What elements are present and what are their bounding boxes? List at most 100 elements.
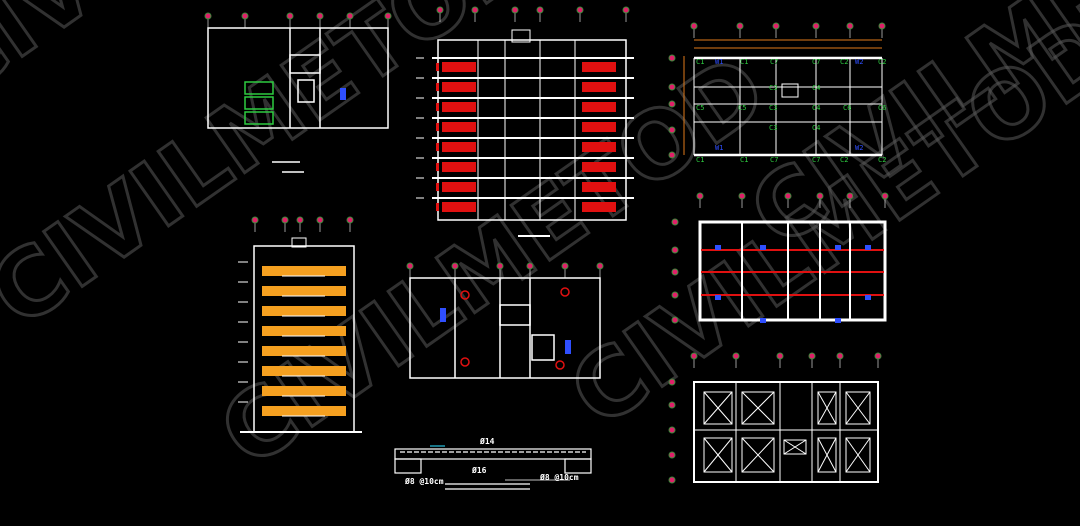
axis-bubble: [668, 451, 676, 459]
panel-diagonal: [741, 391, 775, 425]
axis-bubble: [881, 192, 889, 200]
balcony: [262, 366, 346, 376]
column-label: C4: [812, 104, 820, 112]
rebar-mark: [835, 245, 841, 250]
rebar-label-top: Ø14: [479, 436, 495, 446]
axis-bubble: [668, 100, 676, 108]
column-label: C2: [840, 58, 848, 66]
roof-stair: [291, 237, 307, 248]
column-label: C6: [878, 104, 886, 112]
rebar-mark: [715, 245, 721, 250]
column-label: C6: [843, 104, 851, 112]
furniture: [442, 142, 476, 152]
slab-panel: [741, 437, 775, 473]
furniture: [442, 182, 476, 192]
balcony: [262, 306, 346, 316]
column-label: W2: [855, 58, 863, 66]
column-label: W2: [855, 144, 863, 152]
panel-diagonal: [845, 437, 871, 473]
rebar-mark: [715, 295, 721, 300]
column-label: C5: [696, 104, 704, 112]
axis-bubble: [496, 262, 504, 270]
axis-bubble: [668, 83, 676, 91]
furniture: [582, 102, 616, 112]
axis-bubble: [668, 378, 676, 386]
axis-bubble: [241, 12, 249, 20]
axis-bubble: [668, 401, 676, 409]
slab-panel: [845, 391, 871, 425]
axis-bubble: [690, 352, 698, 360]
panel-diagonal: [783, 439, 807, 455]
axis-bubble: [668, 426, 676, 434]
axis-bubble: [576, 6, 584, 14]
axis-bubble: [622, 6, 630, 14]
axis-bubble: [846, 192, 854, 200]
axis-bubble: [816, 192, 824, 200]
window: [436, 203, 439, 211]
axis-bubble: [316, 12, 324, 20]
axis-bubble: [668, 54, 676, 62]
panel-diagonal: [703, 391, 733, 425]
panel-diagonal: [741, 437, 775, 473]
slab-section-detail: [394, 445, 592, 490]
stair-void: [781, 83, 799, 98]
axis-bubble: [204, 12, 212, 20]
balcony: [262, 286, 346, 296]
axis-bubble: [690, 22, 698, 30]
window: [436, 83, 439, 91]
furniture: [442, 162, 476, 172]
axis-bubble: [772, 22, 780, 30]
building-section: [416, 6, 634, 237]
window: [436, 103, 439, 111]
window: [436, 183, 439, 191]
axis-bubble: [736, 22, 744, 30]
furniture: [442, 122, 476, 132]
column-label: C1: [740, 58, 748, 66]
typical-floor-plan: [409, 277, 601, 379]
axis-bubble: [671, 316, 679, 324]
rebar-mark: [760, 318, 766, 323]
axis-bubble: [878, 22, 886, 30]
axis-bubble: [836, 352, 844, 360]
balcony: [262, 326, 346, 336]
axis-bubble: [346, 216, 354, 224]
axis-bubble: [668, 126, 676, 134]
axis-bubble: [436, 6, 444, 14]
slab-panel: [741, 391, 775, 425]
window: [436, 123, 439, 131]
slab-panel: [817, 391, 837, 425]
slab-panel: [703, 391, 733, 425]
rebar-label-mid: Ø16: [471, 465, 487, 475]
rebar-mark: [760, 245, 766, 250]
column-label: C2: [840, 156, 848, 164]
axis-bubble: [384, 12, 392, 20]
column-label: C4: [812, 124, 820, 132]
axis-bubble: [296, 216, 304, 224]
balcony: [262, 386, 346, 396]
balcony: [262, 266, 346, 276]
axis-bubbles-plan-2: [406, 262, 604, 278]
column-label: C4: [812, 84, 820, 92]
furniture: [442, 202, 476, 212]
column-label: C3: [769, 104, 777, 112]
window: [436, 63, 439, 71]
column-label: W1: [715, 58, 723, 66]
axis-bubble: [784, 192, 792, 200]
axis-bubble: [696, 192, 704, 200]
stirrup-label-right: Ø8 @10cm: [539, 472, 579, 482]
slab-panel: [703, 437, 733, 473]
axis-bubble: [316, 216, 324, 224]
axis-bubble: [776, 352, 784, 360]
column-label: C7: [770, 58, 778, 66]
window: [436, 163, 439, 171]
axis-bubble: [671, 246, 679, 254]
stair-head: [511, 29, 531, 43]
column-label: C5: [738, 104, 746, 112]
column-label: C1: [696, 58, 704, 66]
axis-bubble: [251, 216, 259, 224]
axis-bubble: [812, 22, 820, 30]
axis-bubble: [526, 262, 534, 270]
rebar-mark: [865, 245, 871, 250]
